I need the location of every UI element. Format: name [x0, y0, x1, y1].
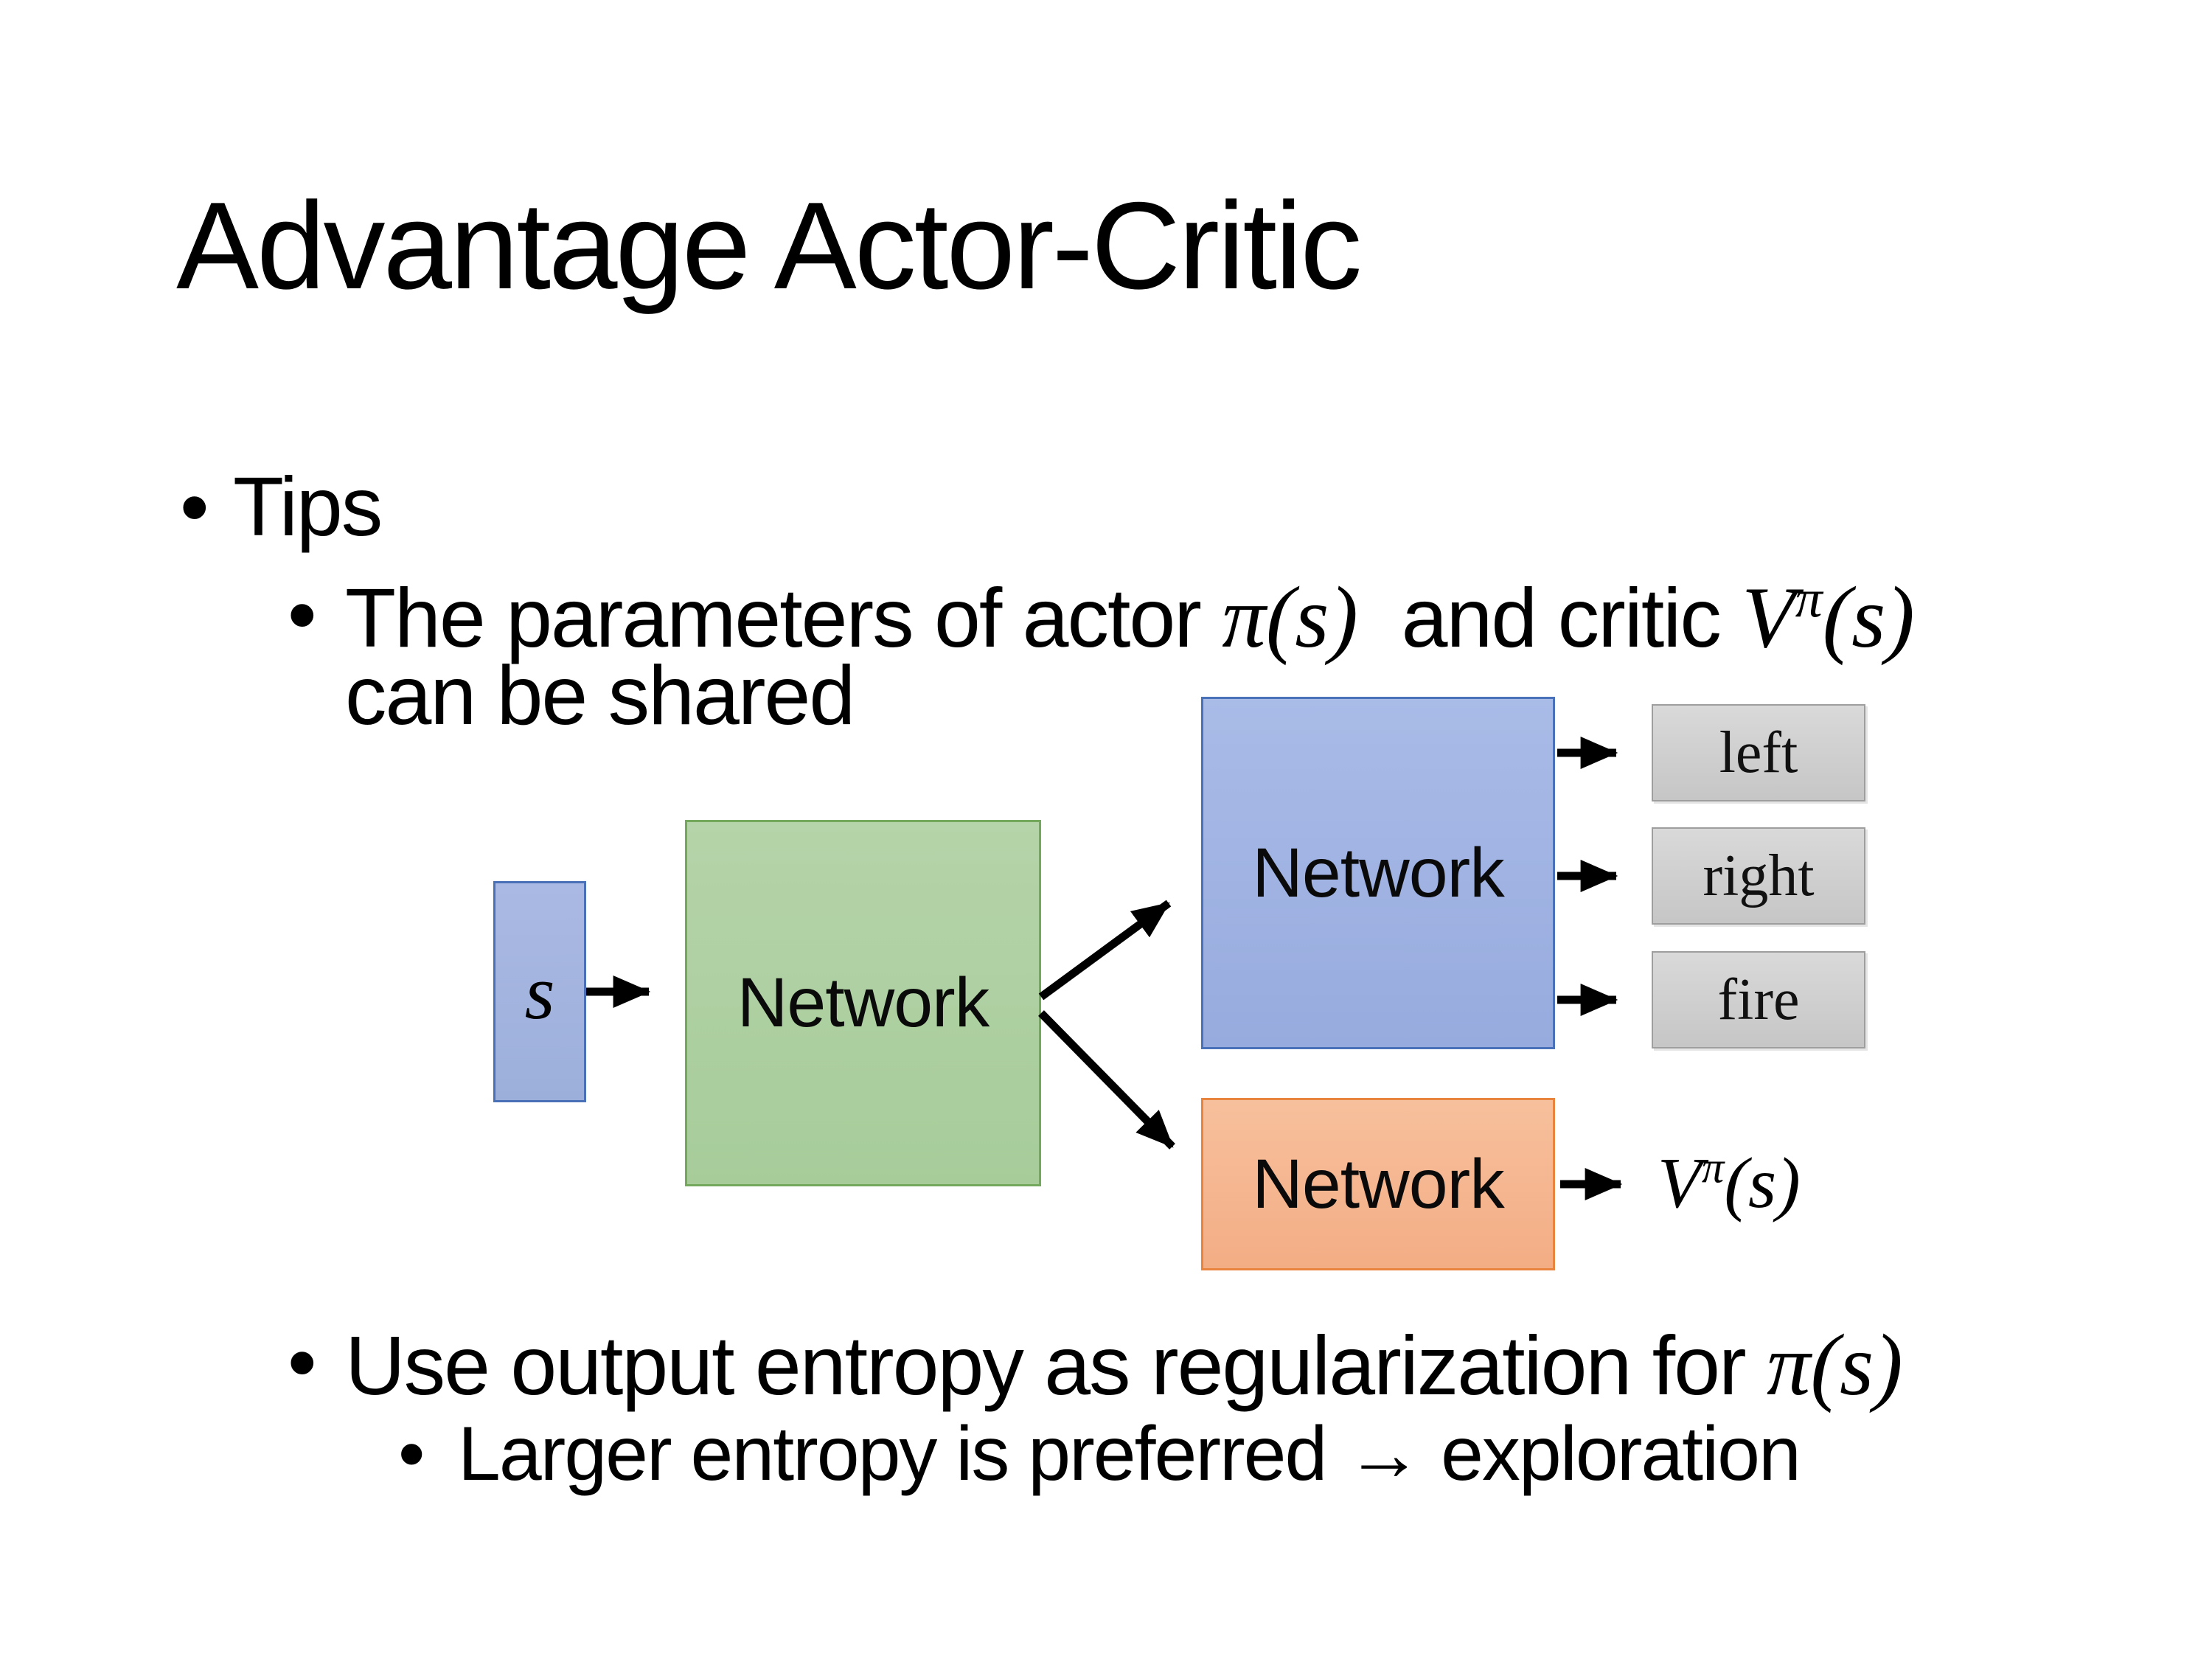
slide-title: Advantage Actor-Critic	[176, 176, 1362, 315]
arrow-shared-to-critic	[1038, 1010, 1175, 1150]
parameters-text: The parameters of actor π(s) and critic …	[345, 568, 1915, 666]
tips-text: Tips	[233, 460, 383, 553]
bullet-line-can-be-shared: can be shared	[345, 646, 855, 746]
critic-network-box: Network	[1201, 1098, 1555, 1270]
larger-entropy-text: Larger entropy is preferred → exploratio…	[458, 1411, 1801, 1497]
action-box-fire: fire	[1652, 951, 1865, 1048]
entropy-text: Use output entropy as regularization for…	[345, 1316, 1903, 1413]
action-fire-label: fire	[1717, 967, 1800, 1032]
bullet-glyph: •	[288, 1315, 317, 1408]
value-function-label: Vπ(s)	[1658, 1143, 1801, 1223]
bullet-line-tips: • Tips	[180, 457, 383, 557]
pi-s-math: π(s)	[1767, 1316, 1903, 1413]
action-box-left: left	[1652, 704, 1865, 801]
bullet-glyph: •	[180, 460, 209, 553]
arrow-shared-to-actor	[1038, 900, 1172, 1001]
actor-network-label: Network	[1252, 833, 1504, 912]
shared-network-box: Network	[685, 820, 1041, 1186]
can-be-shared-text: can be shared	[345, 649, 855, 742]
pi-s-math: π(s)	[1222, 568, 1358, 666]
bullet-line-entropy: • Use output entropy as regularization f…	[288, 1312, 1903, 1417]
bullet-line-parameters: • The parameters of actor π(s) and criti…	[288, 565, 1915, 669]
critic-network-label: Network	[1252, 1144, 1504, 1223]
action-left-label: left	[1719, 720, 1798, 785]
state-label: s	[524, 948, 555, 1035]
actor-network-box: Network	[1201, 697, 1555, 1049]
action-right-label: right	[1703, 843, 1815, 908]
shared-network-label: Network	[737, 964, 990, 1042]
v-pi-s-math: Vπ(s)	[1742, 568, 1915, 666]
bullet-glyph: •	[288, 568, 317, 661]
state-input-box: s	[493, 881, 586, 1102]
bullet-glyph: •	[398, 1411, 425, 1497]
bullet-line-larger-entropy: • Larger entropy is preferred → explorat…	[398, 1408, 1801, 1500]
action-box-right: right	[1652, 827, 1865, 925]
